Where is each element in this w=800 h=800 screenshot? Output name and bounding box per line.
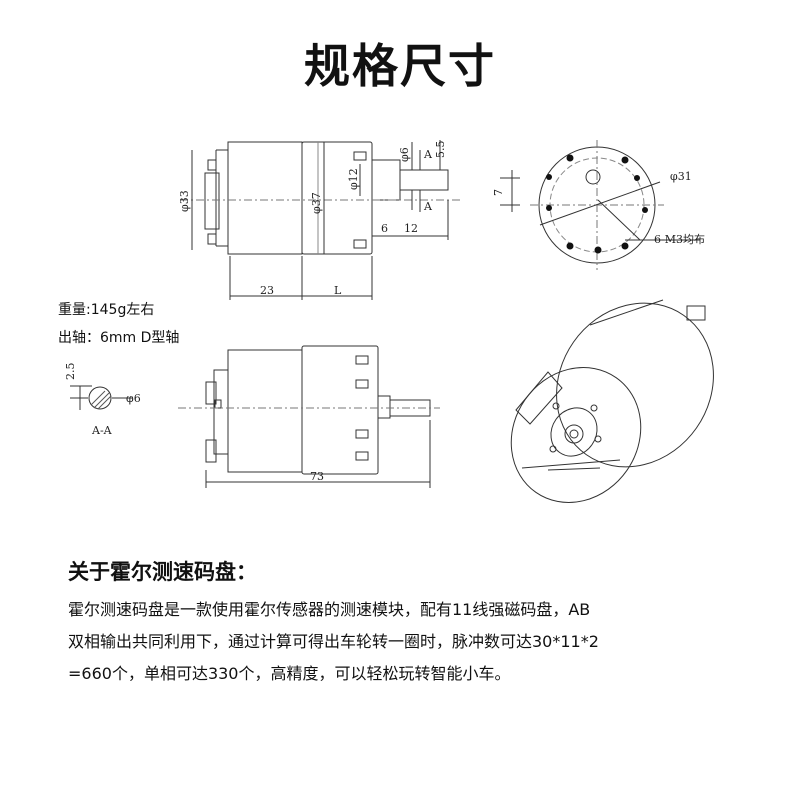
label-a-top: A bbox=[423, 148, 433, 161]
side-view-bottom bbox=[178, 345, 440, 488]
label-a-bottom: A bbox=[423, 200, 433, 213]
label-23: 23 bbox=[260, 284, 274, 297]
label-dia37: φ37 bbox=[310, 192, 323, 214]
label-l: L bbox=[334, 284, 342, 297]
hall-description-line: 双相输出共同利用下，通过计算可得出车轮转一圈时，脉冲数可达30*11*2 bbox=[68, 632, 599, 651]
page-title: 规格尺寸 bbox=[304, 39, 496, 93]
label-12: 12 bbox=[404, 222, 418, 235]
end-view-holes bbox=[546, 154, 648, 254]
weight-spec: 重量:145g左右 bbox=[58, 302, 155, 318]
hall-description-line: =660个，单相可达330个，高精度，可以轻松玩转智能小车。 bbox=[68, 664, 511, 683]
label-section-aa: A-A bbox=[91, 424, 113, 437]
label-6: 6 bbox=[381, 222, 388, 235]
section-aa-hatch bbox=[90, 390, 112, 410]
shaft-spec: 出轴：6mm D型轴 bbox=[58, 330, 180, 346]
section-aa bbox=[70, 385, 132, 410]
hall-description-line: 霍尔测速码盘是一款使用霍尔传感器的测速模块，配有11线强磁码盘，AB bbox=[68, 600, 591, 619]
label-section-dia6: φ6 bbox=[126, 392, 141, 405]
label-7: 7 bbox=[492, 189, 505, 196]
label-5-5: 5.5 bbox=[434, 141, 447, 159]
label-dia12: φ12 bbox=[347, 168, 360, 190]
end-view bbox=[500, 140, 700, 270]
label-dia31: φ31 bbox=[670, 170, 692, 183]
iso-motor bbox=[510, 299, 714, 503]
label-dia6: φ6 bbox=[398, 147, 411, 162]
label-2-5: 2.5 bbox=[64, 363, 77, 381]
hall-section-title: 关于霍尔测速码盘： bbox=[68, 560, 257, 584]
label-m3: 6-M3均布 bbox=[654, 233, 705, 246]
label-dia33: φ33 bbox=[178, 190, 191, 212]
hall-description: 霍尔测速码盘是一款使用霍尔传感器的测速模块，配有11线强磁码盘，AB 双相输出共… bbox=[68, 594, 748, 690]
side-view-top bbox=[180, 140, 460, 300]
label-73: 73 bbox=[310, 470, 324, 483]
